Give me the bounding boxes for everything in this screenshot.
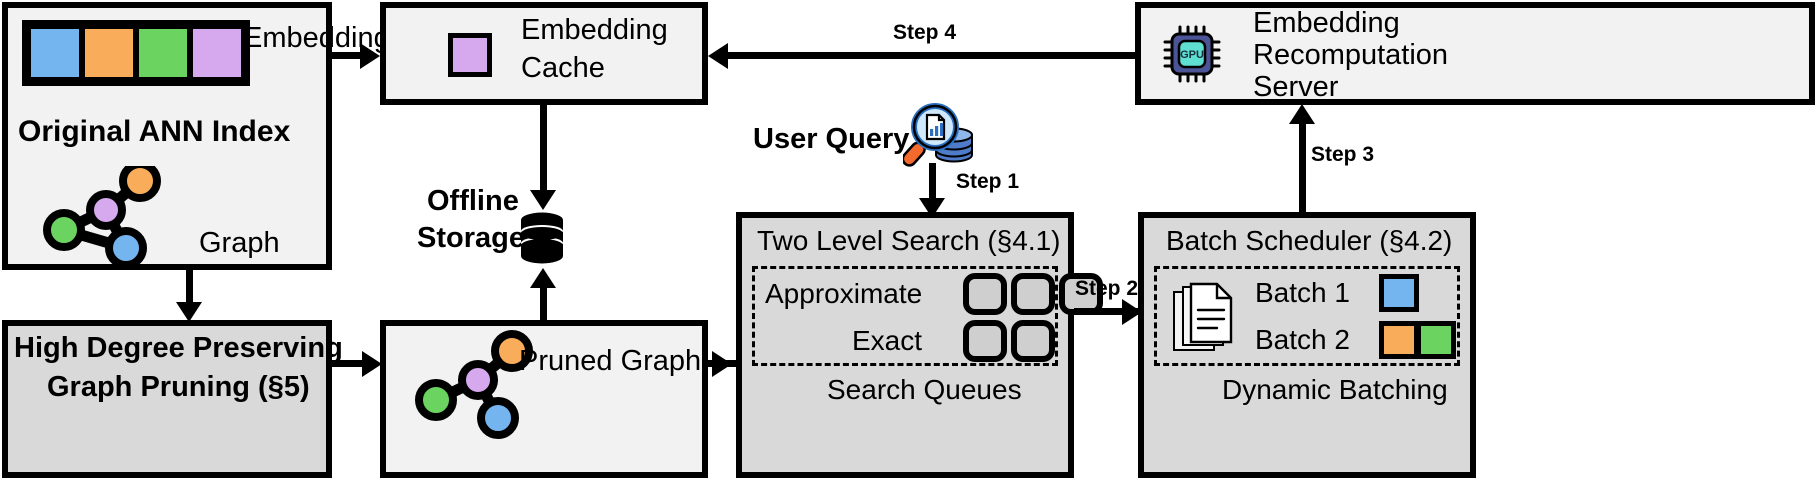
original-ann-index-title: Original ANN Index	[18, 115, 291, 148]
step4-label: Step 4	[893, 21, 957, 44]
batch-2-chip-green	[1416, 321, 1456, 359]
arrow-index-to-cache-head	[360, 43, 380, 69]
batch-1-chip-blue	[1379, 274, 1419, 312]
arrow-index-to-pruning-head	[176, 302, 202, 322]
arrow-step4-head	[708, 43, 728, 69]
embedding-cache-chip	[448, 33, 492, 77]
recomputation-server-title-line3: Server	[1253, 71, 1339, 103]
embedding-cache-box	[380, 2, 708, 105]
graph-pruning-title-line1: High Degree Preserving	[14, 332, 343, 364]
arrow-pruned-to-storage-line	[540, 288, 547, 328]
approximate-row-label: Approximate	[765, 278, 923, 309]
arrow-step4-line	[726, 52, 1138, 59]
pruned-graph-svg	[415, 330, 533, 439]
offline-storage-label-line1: Offline	[427, 185, 519, 217]
embedding-chip-orange	[82, 26, 136, 80]
batch-2-chip-orange	[1379, 321, 1419, 359]
exact-row-label: Exact	[852, 325, 923, 356]
batch-scheduler-title: Batch Scheduler (§4.2)	[1166, 225, 1453, 256]
exact-queue-cells	[963, 320, 1055, 362]
graph-label: Graph	[199, 227, 280, 259]
arrow-pruned-to-search-head	[712, 351, 732, 377]
step1-label: Step 1	[956, 170, 1020, 193]
step3-label: Step 3	[1311, 143, 1375, 166]
arrow-step1-line	[929, 163, 936, 203]
recomputation-server-box	[1135, 2, 1815, 105]
embedding-cache-title-line2: Cache	[521, 52, 605, 84]
embedding-chip-green	[136, 26, 190, 80]
queue-cell	[963, 273, 1007, 315]
graph-pruning-box	[2, 320, 332, 478]
gpu-chip-icon: GPU	[1163, 25, 1221, 83]
batch-2-label: Batch 2	[1255, 324, 1350, 355]
pruned-graph-label: Pruned Graph	[519, 345, 702, 377]
arrow-index-to-pruning-line	[186, 270, 193, 306]
graph-pruning-title-line2: Graph Pruning (§5)	[47, 371, 310, 403]
documents-icon	[1173, 282, 1233, 351]
database-icon	[521, 212, 563, 264]
embedding-chip-blue	[28, 26, 82, 80]
svg-text:GPU: GPU	[1180, 49, 1204, 61]
queue-cell	[1011, 273, 1055, 315]
original-graph-svg	[43, 166, 161, 266]
arrow-step2-head	[1122, 299, 1142, 325]
arrow-step2-line	[1074, 308, 1138, 315]
offline-storage-label-line2: Storage	[417, 222, 525, 254]
user-query-label: User Query	[753, 123, 910, 155]
search-document-database-icon	[903, 103, 973, 167]
dynamic-batching-footer: Dynamic Batching	[1222, 374, 1448, 405]
recomputation-server-title-line2: Recomputation	[1253, 39, 1449, 71]
queue-cell	[963, 320, 1007, 362]
arrow-pruned-to-storage-head	[530, 268, 556, 288]
arrow-pruning-to-pruned-line	[332, 360, 368, 367]
recomputation-server-title-line1: Embedding	[1253, 7, 1400, 39]
queue-cell	[1011, 320, 1055, 362]
arrow-index-to-cache-line	[332, 52, 366, 59]
batch-1-label: Batch 1	[1255, 277, 1350, 308]
arrow-step3-head	[1289, 104, 1315, 124]
step2-label: Step 2	[1075, 277, 1139, 300]
embedding-cache-title-line1: Embedding	[521, 14, 668, 46]
embedding-strip	[22, 20, 250, 86]
arrow-pruning-to-pruned-head	[362, 351, 382, 377]
embedding-chip-purple	[190, 26, 244, 80]
search-queues-footer: Search Queues	[827, 374, 1022, 405]
search-queues-panel	[752, 266, 1058, 366]
dynamic-batching-panel	[1154, 266, 1460, 366]
arrow-cache-to-storage-line	[540, 105, 547, 195]
two-level-search-title: Two Level Search (§4.1)	[757, 225, 1061, 256]
arrow-cache-to-storage-head	[530, 190, 556, 210]
arrow-step3-line	[1299, 122, 1306, 212]
